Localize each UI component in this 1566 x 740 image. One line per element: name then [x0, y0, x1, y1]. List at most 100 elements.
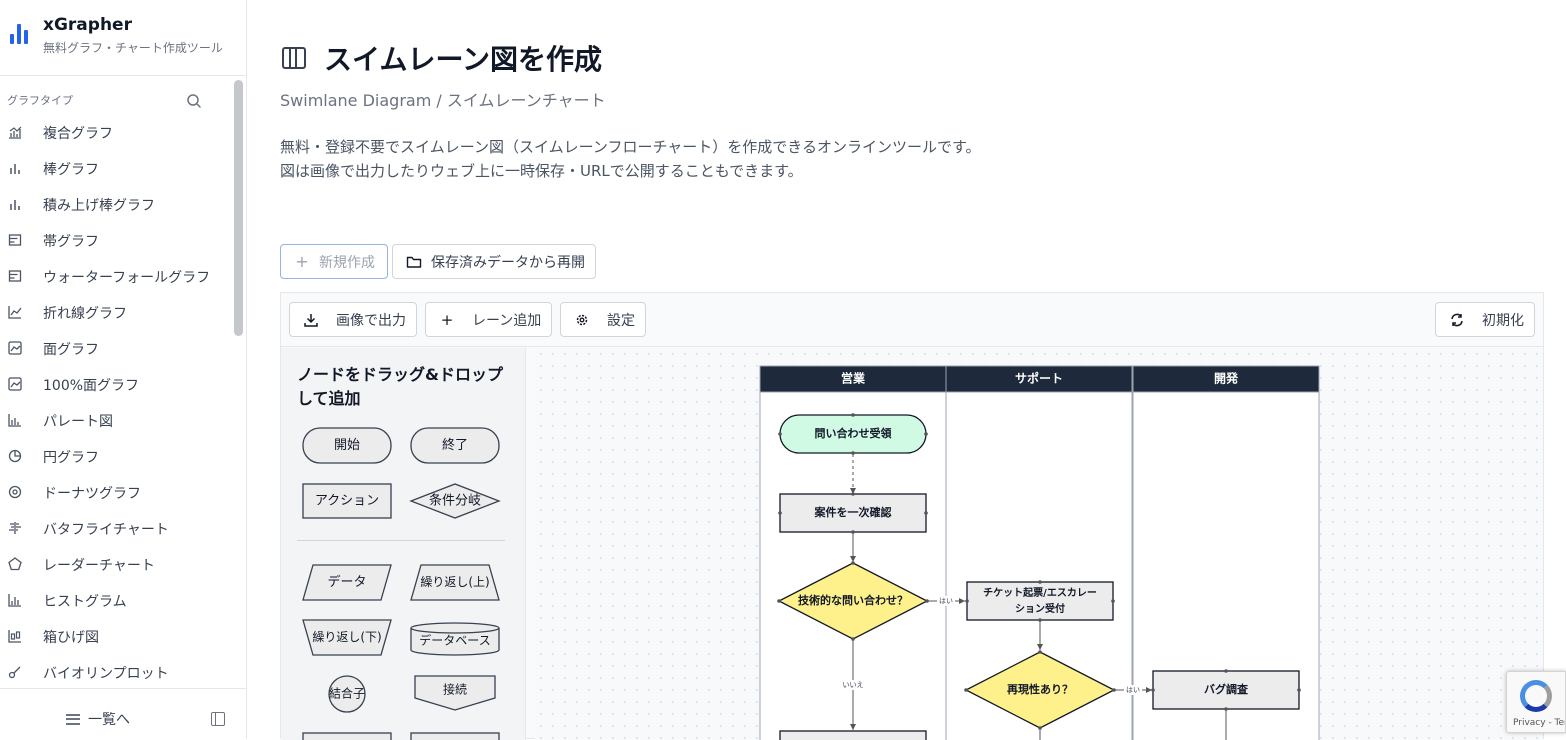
sidebar-item[interactable]: ヒストグラム: [0, 582, 232, 618]
sidebar-item[interactable]: バタフライチャート: [0, 510, 232, 546]
edge-label: いいえ: [843, 681, 864, 689]
palette-shape-decision[interactable]: [409, 483, 501, 519]
palette-shape-label: データベース: [419, 633, 490, 648]
app-subtitle: 無料グラフ・チャート作成ツール: [43, 41, 223, 55]
palette-shape-predefined[interactable]: [302, 732, 392, 740]
edge-label: はい: [1126, 686, 1140, 694]
sidebar-item-label: レーダーチャート: [43, 558, 155, 574]
lane-header[interactable]: [759, 365, 947, 393]
sidebar-item[interactable]: 積み上げ棒グラフ: [0, 186, 232, 222]
brand-header[interactable]: xGrapher 無料グラフ・チャート作成ツール: [0, 0, 246, 76]
sidebar-item[interactable]: 棒グラフ: [0, 150, 232, 186]
palette-shape-data[interactable]: [302, 564, 392, 601]
node-handle[interactable]: [778, 432, 782, 436]
node-handle[interactable]: [777, 599, 781, 603]
node-handle[interactable]: [965, 599, 969, 603]
node-handle[interactable]: [851, 530, 855, 534]
palette-shape-document[interactable]: [410, 732, 500, 740]
node-handle[interactable]: [964, 688, 968, 692]
add-lane-button[interactable]: + レーン追加: [425, 302, 552, 337]
node-handle[interactable]: [1224, 707, 1228, 711]
bar-chart-icon: [10, 164, 20, 174]
palette-shape-start[interactable]: [302, 427, 392, 464]
sidebar-item[interactable]: バイオリンプロット: [0, 654, 232, 688]
lane-header[interactable]: [945, 365, 1133, 393]
palette-shapes: 開始終了アクション条件分岐データ繰り返し(上)繰り返し(下)データベース結合子接…: [302, 427, 501, 740]
node-handle[interactable]: [851, 413, 855, 417]
sidebar-item[interactable]: 箱ひげ図: [0, 618, 232, 654]
palette-shape-offpage[interactable]: [414, 675, 496, 711]
sidebar-item[interactable]: レーダーチャート: [0, 546, 232, 582]
node-handle[interactable]: [1038, 650, 1042, 654]
sidebar-item[interactable]: 100%面グラフ: [0, 366, 232, 402]
reset-label: 初期化: [1482, 312, 1524, 329]
resume-saved-button[interactable]: 保存済みデータから再開: [392, 244, 596, 279]
sidebar-item[interactable]: ウォーターフォールグラフ: [0, 258, 232, 294]
palette-shape-action[interactable]: [302, 483, 392, 519]
node-handle[interactable]: [1038, 580, 1042, 584]
node-handle[interactable]: [851, 451, 855, 455]
sidebar-item[interactable]: 折れ線グラフ: [0, 294, 232, 330]
sidebar-item[interactable]: 面グラフ: [0, 330, 232, 366]
sidebar-item-label: バイオリンプロット: [43, 666, 169, 682]
all-charts-label: 一覧へ: [88, 712, 130, 728]
sidebar-item[interactable]: パレート図: [0, 402, 232, 438]
violin-plot-icon: [8, 666, 21, 679]
node-handle[interactable]: [924, 511, 928, 515]
sidebar-item[interactable]: 帯グラフ: [0, 222, 232, 258]
export-image-button[interactable]: 画像で出力: [289, 302, 417, 337]
node-handle[interactable]: [851, 561, 855, 565]
new-button[interactable]: + 新規作成: [280, 244, 388, 279]
palette-shape-label: 繰り返し(上): [420, 575, 489, 589]
all-charts-link[interactable]: 一覧へ: [66, 709, 130, 729]
node-handle[interactable]: [851, 637, 855, 641]
app-title: xGrapher: [43, 15, 132, 35]
reset-button[interactable]: 初期化: [1435, 302, 1535, 337]
palette-scrollbar[interactable]: [525, 348, 526, 740]
sidebar-item-label: ウォーターフォールグラフ: [43, 270, 211, 286]
export-image-label: 画像で出力: [336, 312, 406, 329]
node-handle[interactable]: [924, 432, 928, 436]
node-handle[interactable]: [1038, 726, 1042, 730]
recaptcha-logo-icon: [1520, 680, 1552, 712]
process-node[interactable]: [779, 730, 927, 740]
palette-shape-database[interactable]: [410, 622, 500, 656]
palette-shape-end[interactable]: [410, 427, 500, 464]
process-node[interactable]: [779, 493, 927, 533]
node-handle[interactable]: [1111, 599, 1115, 603]
edge-label-bg: [844, 680, 862, 690]
search-icon[interactable]: [186, 93, 202, 109]
node-handle[interactable]: [1297, 688, 1301, 692]
settings-button[interactable]: 設定: [560, 302, 646, 337]
palette-shape-loop-bottom[interactable]: [302, 619, 392, 656]
sidebar-item[interactable]: 複合グラフ: [0, 114, 232, 150]
palette-shape-loop-top[interactable]: [410, 564, 500, 601]
node-handle[interactable]: [1224, 669, 1228, 673]
node-handle[interactable]: [925, 599, 929, 603]
plus-icon: +: [295, 252, 309, 271]
collapse-sidebar-icon[interactable]: [211, 712, 225, 726]
sidebar-item[interactable]: 円グラフ: [0, 438, 232, 474]
sidebar-item[interactable]: ドーナツグラフ: [0, 474, 232, 510]
diagram-canvas[interactable]: 営業サポート開発はいいいえはい問い合わせ受領案件を一次確認技術的な問い合わせ？チ…: [535, 348, 1543, 740]
node-handle[interactable]: [1151, 688, 1155, 692]
settings-label: 設定: [607, 312, 635, 329]
node-label: ション受付: [1015, 602, 1065, 615]
sidebar-footer: 一覧へ: [0, 688, 246, 739]
node-handle[interactable]: [778, 511, 782, 515]
plus-icon: +: [440, 310, 454, 329]
sidebar-item-label: 折れ線グラフ: [43, 306, 127, 322]
node-handle[interactable]: [1038, 618, 1042, 622]
download-icon: [304, 313, 318, 327]
lane-header[interactable]: [1132, 365, 1320, 393]
gear-icon: [576, 314, 588, 325]
node-handle[interactable]: [851, 492, 855, 496]
node-handle[interactable]: [1112, 688, 1116, 692]
node-label: バグ調査: [1204, 682, 1248, 696]
sidebar-scrollbar[interactable]: [234, 80, 243, 336]
recaptcha-badge[interactable]: Privacy - Terms: [1506, 671, 1566, 733]
sidebar-item-label: 棒グラフ: [43, 162, 99, 178]
page-subtitle: Swimlane Diagram / スイムレーンチャート: [280, 91, 606, 110]
palette-shape-connector[interactable]: [328, 675, 366, 713]
donut-chart-icon: [8, 485, 22, 499]
